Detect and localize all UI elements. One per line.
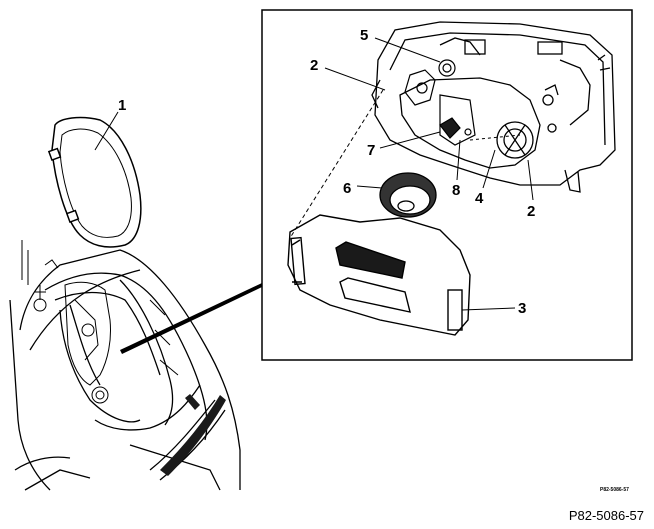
small-reference-code: P82-5086-57: [600, 487, 629, 493]
callout-2-upper: 2: [310, 57, 318, 74]
rubber-grommet: [379, 172, 437, 218]
callout-5: 5: [360, 27, 368, 44]
filler-cover: [47, 116, 142, 248]
callout-3: 3: [518, 300, 526, 317]
housing-cover-plate: [287, 214, 471, 336]
filler-housing: [371, 21, 616, 193]
callout-1: 1: [118, 97, 126, 114]
filler-recess: [21, 240, 179, 404]
connection-leader: [120, 283, 262, 354]
lock-mechanism: [404, 59, 476, 146]
detail-inset-frame: [261, 9, 633, 361]
callout-4: 4: [475, 190, 484, 207]
callout-7: 7: [367, 142, 375, 159]
callout-2-lower: 2: [527, 203, 535, 220]
callout-8: 8: [452, 182, 460, 199]
callout-6: 6: [343, 180, 351, 197]
callout-labels: 1 2 5 7 6 8 4 2 3: [118, 27, 535, 317]
body-edge-shading: [160, 394, 226, 476]
figure-reference-code: P82-5086-57: [568, 508, 644, 523]
callout-leaders: [94, 37, 534, 311]
vehicle-body-panel: [9, 249, 241, 491]
